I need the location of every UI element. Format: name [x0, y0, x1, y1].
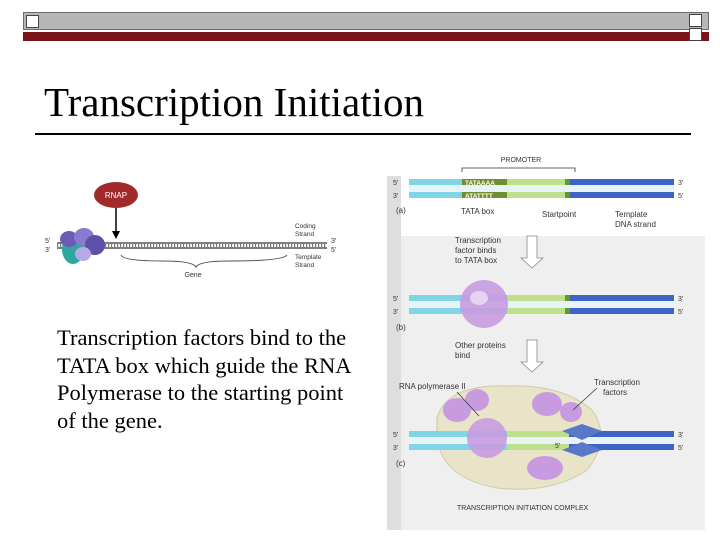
- transcription-factor: [467, 418, 507, 458]
- three-prime-label: 3': [678, 296, 683, 303]
- tata-sequence-top: TATAAAA: [465, 180, 495, 187]
- three-prime-label: 3': [678, 180, 683, 187]
- top-red-stripe: [23, 32, 709, 41]
- arrowhead-icon: [112, 231, 120, 239]
- three-prime-label: 3': [331, 238, 336, 245]
- decorative-top-bar: [23, 12, 709, 42]
- promoter-bracket: [461, 167, 576, 172]
- five-prime-label: 5': [678, 445, 683, 452]
- purple-protein-blob: [75, 247, 91, 261]
- panel-a-label: (a): [396, 206, 406, 215]
- body-paragraph: Transcription factors bind to the TATA b…: [57, 325, 351, 433]
- step1-text: to TATA box: [455, 256, 497, 265]
- slide-title: Transcription Initiation: [44, 79, 424, 125]
- tfiid-protein: [460, 280, 508, 328]
- rna-five-prime-label: 5': [555, 443, 560, 450]
- step1-text: factor binds: [455, 246, 496, 255]
- promoter-label: PROMOTER: [501, 157, 541, 164]
- five-prime-label: 5': [45, 238, 50, 245]
- template-strand-label: Strand: [295, 262, 315, 269]
- three-prime-label: 3': [45, 247, 50, 254]
- step2-text: Other proteins: [455, 341, 506, 350]
- decorative-square-icon: [689, 28, 702, 41]
- transcription-factor: [532, 392, 562, 416]
- transcription-factor: [527, 456, 563, 480]
- dna-unwinding: [562, 442, 602, 457]
- figure-left-shadow: [387, 176, 401, 530]
- template-dna-label: DNA strand: [615, 220, 656, 229]
- transcription-initiation-diagram: PROMOTER TATAAAA ATATTTT 5' 3' 3' 5' (a)…: [387, 148, 705, 530]
- dna-gap: [409, 185, 674, 192]
- three-prime-label: 3': [393, 193, 398, 200]
- five-prime-label: 5': [678, 309, 683, 316]
- dna-gap: [409, 437, 674, 444]
- panel-c-label: (c): [396, 459, 406, 468]
- rnap-gene-diagram: RNAP 5' 3' 3' 5' Coding Strand Template …: [43, 177, 348, 290]
- coding-strand-label: Coding: [295, 223, 316, 230]
- decorative-square-icon: [26, 15, 39, 28]
- panel-b-dna: 5' 3' 3' 5' (b): [393, 280, 683, 332]
- complex-label: TRANSCRIPTION INITIATION COMPLEX: [457, 505, 589, 512]
- step1-text: Transcription: [455, 236, 501, 245]
- three-prime-label: 3': [393, 309, 398, 316]
- template-dna-label: Template: [615, 210, 648, 219]
- purple-protein-blob: [60, 231, 78, 247]
- transcription-factor: [465, 389, 489, 411]
- rna-polymerase-label: RNA polymerase II: [399, 382, 466, 391]
- gene-brace: [120, 254, 288, 269]
- three-prime-label: 3': [393, 445, 398, 452]
- tata-sequence-bottom: ATATTTT: [465, 193, 493, 200]
- panel-c-complex: 5' 3' 3' 5' 5' (c) RNA polymerase II Tra…: [393, 378, 683, 512]
- title-underline: [35, 133, 691, 135]
- tf-pointer: [572, 387, 598, 411]
- three-prime-label: 3': [678, 432, 683, 439]
- rnap-label: RNAP: [105, 191, 127, 200]
- left-figure-background: [43, 177, 348, 290]
- five-prime-label: 5': [678, 193, 683, 200]
- five-prime-label: 5': [331, 247, 336, 254]
- panel-b-label: (b): [396, 323, 406, 332]
- coding-strand-label: Strand: [295, 231, 315, 238]
- transcription-factors-label: Transcription: [594, 378, 640, 387]
- purple-protein-blob: [85, 235, 105, 255]
- tata-box-label: TATA box: [461, 207, 494, 216]
- startpoint-label: Startpoint: [542, 210, 577, 219]
- down-arrow-icon: [519, 235, 545, 269]
- gene-label: Gene: [184, 272, 201, 279]
- five-prime-label: 5': [393, 180, 398, 187]
- panel-a-dna: TATAAAA ATATTTT 5' 3' 3' 5' (a) TATA box…: [393, 179, 683, 229]
- template-strand-label: Template: [295, 254, 322, 261]
- rnap-bubble: [94, 182, 138, 208]
- decorative-square-icon: [689, 14, 702, 27]
- transcription-factors-label: factors: [603, 388, 627, 397]
- down-arrow-icon: [519, 339, 545, 373]
- rna-polymerase-pointer: [456, 391, 480, 417]
- protein-highlight: [470, 291, 488, 305]
- top-gray-band: [23, 12, 709, 30]
- dna-gap: [409, 301, 674, 308]
- transcription-factor: [443, 398, 471, 422]
- step2-text: bind: [455, 351, 470, 360]
- five-prime-label: 5': [393, 432, 398, 439]
- five-prime-label: 5': [393, 296, 398, 303]
- dna-unwinding: [562, 424, 602, 440]
